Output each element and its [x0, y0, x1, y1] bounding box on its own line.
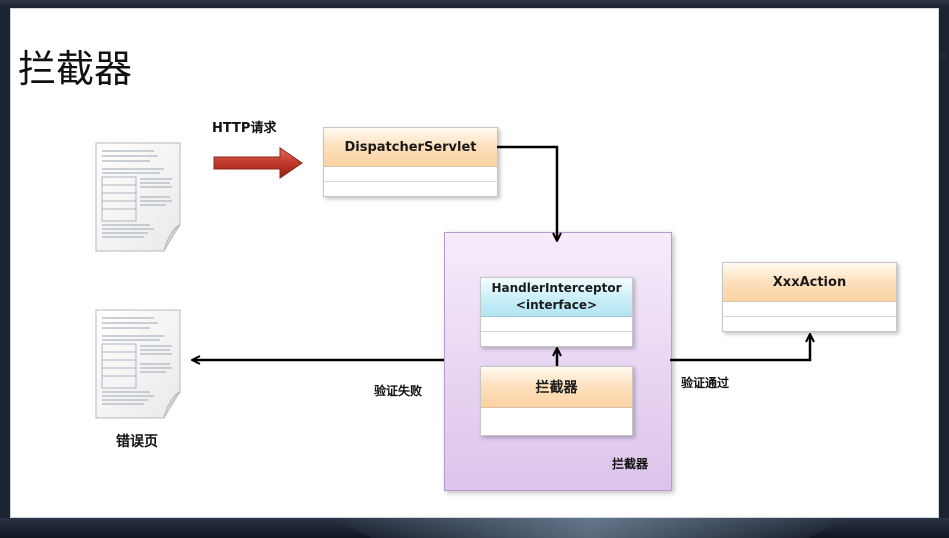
- interceptor-impl-header: 拦截器: [481, 367, 632, 408]
- dispatcher-servlet-header: DispatcherServlet: [324, 128, 497, 167]
- slide-title: 拦截器: [18, 47, 133, 91]
- handler-interceptor-box: HandlerInterceptor <interface>: [480, 277, 633, 347]
- handler-interceptor-name: HandlerInterceptor: [491, 281, 622, 295]
- dispatcher-servlet-box: DispatcherServlet: [323, 127, 498, 197]
- error-page-label: 错误页: [116, 434, 158, 450]
- edge-handle-icon: ▭: [939, 50, 946, 61]
- request-document-icon: [94, 141, 182, 253]
- handler-interceptor-row: [481, 317, 632, 332]
- xxx-action-box: XxxAction: [722, 262, 897, 332]
- interceptor-container-label: 拦截器: [612, 457, 649, 471]
- handler-interceptor-header: HandlerInterceptor <interface>: [481, 278, 632, 317]
- handler-interceptor-row: [481, 332, 632, 346]
- request-arrow-icon: [213, 147, 303, 179]
- dispatcher-servlet-row: [324, 182, 497, 196]
- xxx-action-header: XxxAction: [723, 263, 896, 302]
- dispatcher-servlet-row: [324, 167, 497, 182]
- window-top-edge: [0, 0, 949, 8]
- error-page-document-icon: [94, 308, 182, 420]
- interceptor-impl-box: 拦截器: [480, 366, 633, 436]
- xxx-action-row: [723, 302, 896, 317]
- http-request-label: HTTP请求: [212, 121, 277, 136]
- desktop-glow: [330, 518, 850, 538]
- interceptor-impl-row: [481, 408, 632, 435]
- window-bottom-edge: [0, 518, 949, 538]
- xxx-action-row: [723, 317, 896, 331]
- failure-label: 验证失败: [374, 384, 423, 398]
- success-label: 验证通过: [681, 376, 730, 390]
- handler-interceptor-stereotype: <interface>: [515, 298, 598, 312]
- interceptor-container: [444, 232, 672, 491]
